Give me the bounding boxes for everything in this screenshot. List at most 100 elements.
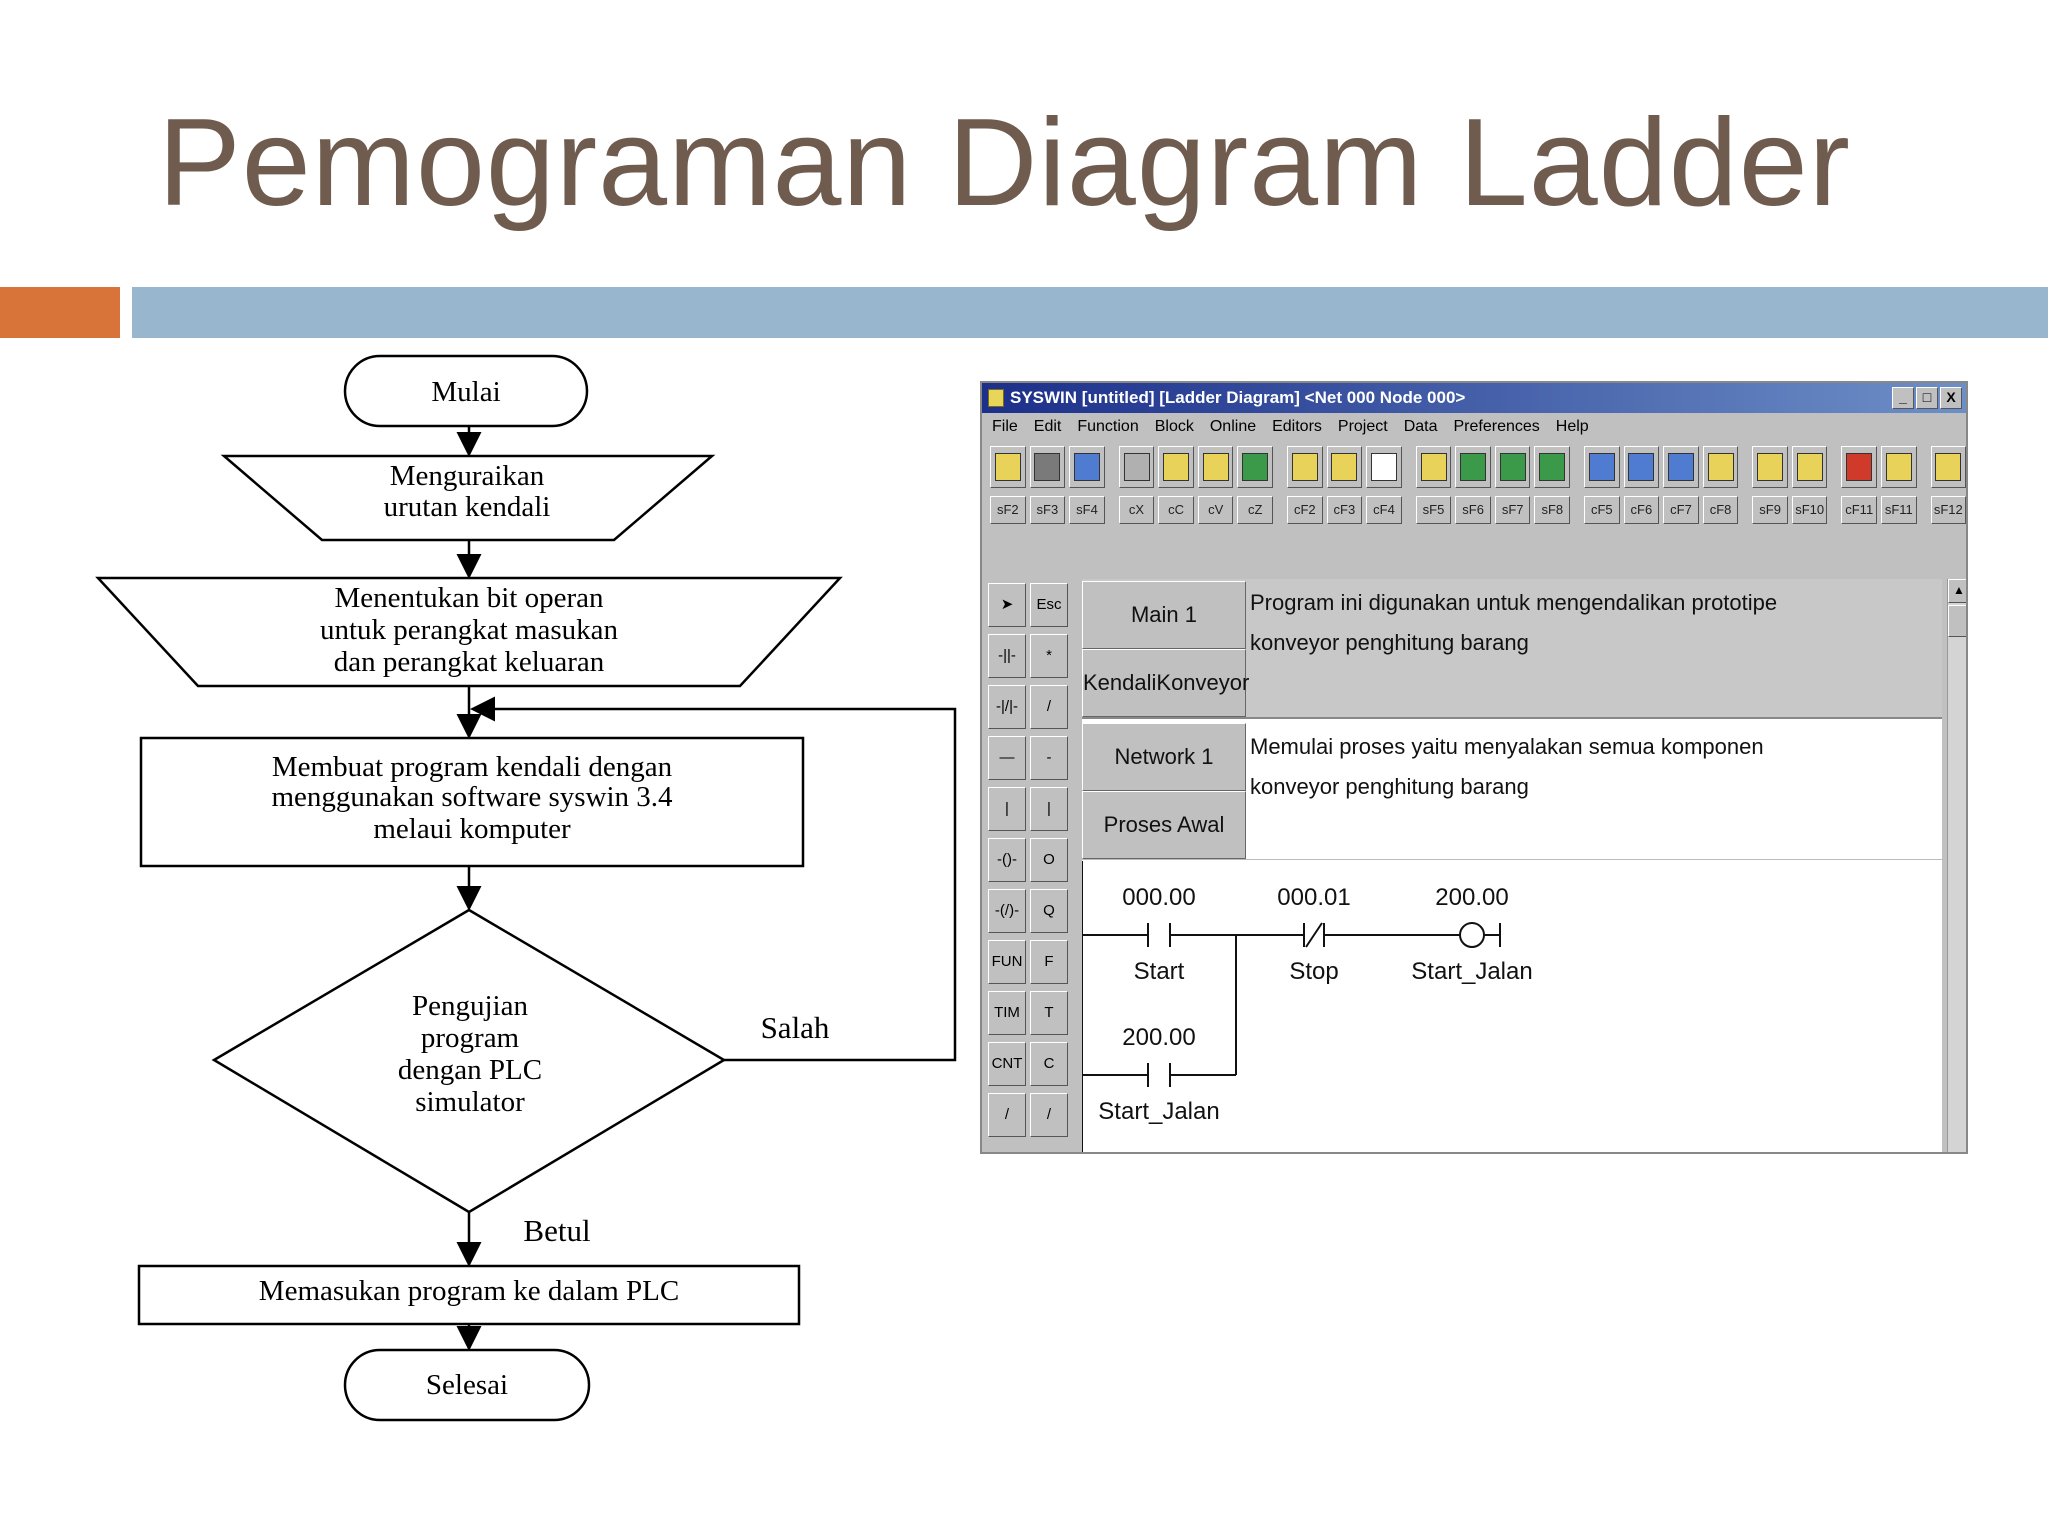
network-sub[interactable]: Proses Awal <box>1082 791 1246 859</box>
toolbar-button-icon[interactable] <box>1029 446 1066 488</box>
fkey-sf6[interactable]: sF6 <box>1455 496 1491 524</box>
ladder-editor[interactable]: Main 1 KendaliKonveyor Program ini digun… <box>1082 579 1942 1152</box>
toolbar-button-icon[interactable] <box>1415 446 1452 488</box>
network-comment-line2: konveyor penghitung barang <box>1250 774 1529 799</box>
start-text: Mulai <box>431 376 500 408</box>
palette-tool[interactable]: FUN <box>988 940 1026 984</box>
contact-start-name: Start <box>1134 958 1185 985</box>
fkey-cf2[interactable]: cF2 <box>1287 496 1323 524</box>
accent-bar-orange <box>0 287 120 338</box>
toolbar-button-icon[interactable] <box>1237 446 1274 488</box>
palette-tool[interactable]: O <box>1030 838 1068 882</box>
end-text: Selesai <box>426 1369 508 1401</box>
fkey-sf5[interactable]: sF5 <box>1415 496 1452 524</box>
block-sub[interactable]: KendaliKonveyor <box>1082 649 1249 717</box>
toolbar-button-icon[interactable] <box>1326 446 1363 488</box>
maximize-button[interactable]: □ <box>1916 387 1938 409</box>
palette-tool[interactable]: — <box>988 736 1026 780</box>
fkey-cf6[interactable]: cF6 <box>1623 496 1660 524</box>
fkey-cf3[interactable]: cF3 <box>1326 496 1363 524</box>
palette-tool[interactable]: / <box>1030 1093 1068 1137</box>
palette-tool[interactable]: / <box>988 1093 1026 1137</box>
menu-item-online[interactable]: Online <box>1209 418 1257 435</box>
toolbar-button-icon[interactable] <box>1930 446 1966 488</box>
menu-item-edit[interactable]: Edit <box>1033 418 1062 435</box>
fkey-sf9[interactable]: sF9 <box>1752 496 1788 524</box>
fkey-cc[interactable]: cC <box>1158 496 1194 524</box>
palette-tool[interactable]: F <box>1030 940 1068 984</box>
fkey-sf11[interactable]: sF11 <box>1881 496 1917 524</box>
menu-item-data[interactable]: Data <box>1403 418 1438 435</box>
step4-text: Memasukan program ke dalam PLC <box>259 1275 679 1307</box>
fkey-sf4[interactable]: sF4 <box>1069 496 1105 524</box>
palette-tool[interactable]: CNT <box>988 1042 1026 1086</box>
palette-tool[interactable]: / <box>1030 685 1068 729</box>
fkey-cz[interactable]: cZ <box>1237 496 1274 524</box>
fkey-sf8[interactable]: sF8 <box>1534 496 1571 524</box>
pointer-icon[interactable]: ➤ <box>988 583 1026 627</box>
fkey-cf4[interactable]: cF4 <box>1366 496 1402 524</box>
fkey-cx[interactable]: cX <box>1118 496 1155 524</box>
toolbar-button-icon[interactable] <box>1881 446 1917 488</box>
toolbar-button-icon[interactable] <box>1158 446 1194 488</box>
palette-tool[interactable]: TIM <box>988 991 1026 1035</box>
fkey-cf7[interactable]: cF7 <box>1663 496 1699 524</box>
menu-item-function[interactable]: Function <box>1077 418 1139 435</box>
fkey-sf2[interactable]: sF2 <box>990 496 1026 524</box>
toolbar-button-icon[interactable] <box>1197 446 1234 488</box>
toolbar-button-icon[interactable] <box>1623 446 1660 488</box>
flowchart: Mulai Menguraikan urutan kendali Menentu… <box>95 354 957 1422</box>
palette-tool[interactable]: -(/)- <box>988 889 1026 933</box>
toolbar-button-icon[interactable] <box>1752 446 1788 488</box>
toolbar-button-icon[interactable] <box>1841 446 1877 488</box>
fkey-cv[interactable]: cV <box>1197 496 1234 524</box>
palette-tool[interactable]: Q <box>1030 889 1068 933</box>
palette-tool[interactable]: C <box>1030 1042 1068 1086</box>
step2-shape <box>95 576 843 688</box>
fkey-cf5[interactable]: cF5 <box>1584 496 1620 524</box>
menu-item-help[interactable]: Help <box>1555 418 1589 435</box>
minimize-button[interactable]: _ <box>1892 387 1914 409</box>
fkey-sf10[interactable]: sF10 <box>1791 496 1828 524</box>
menu-item-block[interactable]: Block <box>1154 418 1194 435</box>
fkey-sf12[interactable]: sF12 <box>1930 496 1966 524</box>
toolbar-button-icon[interactable] <box>1702 446 1739 488</box>
palette-tool[interactable]: | <box>988 787 1026 831</box>
palette-tool[interactable]: -()- <box>988 838 1026 882</box>
scroll-up-icon[interactable]: ▲ <box>1948 579 1966 603</box>
window-titlebar[interactable]: SYSWIN [untitled] [Ladder Diagram] <Net … <box>982 383 1966 413</box>
toolbar-button-icon[interactable] <box>1366 446 1402 488</box>
toolbar-button-icon[interactable] <box>1663 446 1699 488</box>
menu-item-editors[interactable]: Editors <box>1272 418 1322 435</box>
toolbar-button-icon[interactable] <box>1069 446 1105 488</box>
palette-tool[interactable]: * <box>1030 634 1068 678</box>
close-button[interactable]: X <box>1940 387 1962 409</box>
toolbar-button-icon[interactable] <box>1455 446 1491 488</box>
toolbar-button-icon[interactable] <box>1494 446 1531 488</box>
vertical-scrollbar[interactable]: ▲ <box>1947 579 1966 1152</box>
toolbar-button-icon[interactable] <box>1118 446 1155 488</box>
block-name[interactable]: Main 1 <box>1082 581 1246 649</box>
coil-name: Start_Jalan <box>1411 958 1532 985</box>
window-title: SYSWIN [untitled] [Ladder Diagram] <Net … <box>1010 388 1466 407</box>
toolbar-button-icon[interactable] <box>1534 446 1571 488</box>
palette-tool[interactable]: -||- <box>988 634 1026 678</box>
palette-tool[interactable]: T <box>1030 991 1068 1035</box>
scroll-thumb[interactable] <box>1948 605 1966 637</box>
palette-tool[interactable]: | <box>1030 787 1068 831</box>
fkey-sf3[interactable]: sF3 <box>1029 496 1066 524</box>
toolbar-button-icon[interactable] <box>1584 446 1620 488</box>
toolbar-button-icon[interactable] <box>1791 446 1828 488</box>
toolbar-button-icon[interactable] <box>990 446 1026 488</box>
menu-item-project[interactable]: Project <box>1337 418 1388 435</box>
palette-tool[interactable]: -|/|- <box>988 685 1026 729</box>
toolbar-button-icon[interactable] <box>1287 446 1323 488</box>
fkey-cf8[interactable]: cF8 <box>1702 496 1739 524</box>
menu-item-file[interactable]: File <box>992 418 1018 435</box>
network-name[interactable]: Network 1 <box>1082 723 1246 791</box>
palette-tool[interactable]: - <box>1030 736 1068 780</box>
menu-item-preferences[interactable]: Preferences <box>1453 418 1540 435</box>
fkey-cf11[interactable]: cF11 <box>1841 496 1877 524</box>
palette-tool[interactable]: Esc <box>1030 583 1068 627</box>
fkey-sf7[interactable]: sF7 <box>1494 496 1531 524</box>
